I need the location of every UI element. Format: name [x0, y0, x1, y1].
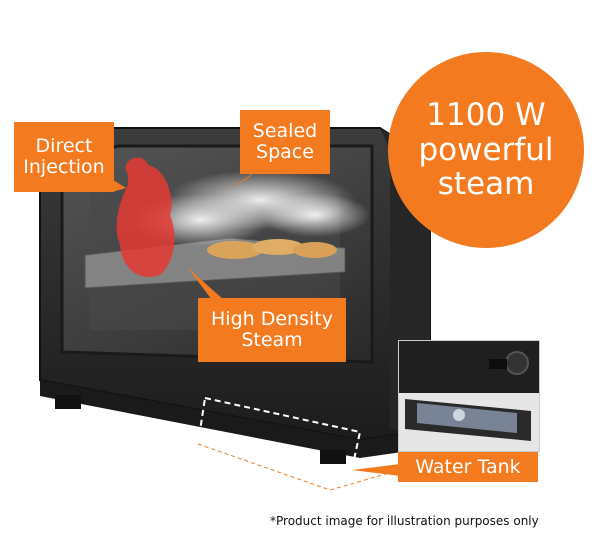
bread-item: [207, 241, 263, 259]
oven-base: [40, 380, 430, 458]
callout-pointer: [225, 172, 255, 192]
bread-item: [252, 239, 304, 255]
badge-line-3: steam: [437, 166, 535, 203]
oven-foot: [55, 395, 81, 409]
footnote: *Product image for illustration purposes…: [270, 514, 539, 528]
callout-pointer: [352, 464, 400, 476]
high-density-steam-label: High Density Steam: [198, 298, 346, 362]
water-tank-label: Water Tank: [398, 452, 538, 482]
callout-pointer: [188, 268, 224, 300]
bread-item: [293, 242, 337, 258]
direct-injection-label: Direct Injection: [14, 122, 114, 192]
water-tank-inset-drawing: [399, 341, 539, 451]
sealed-space-label: Sealed Space: [240, 110, 330, 174]
oven-foot: [320, 450, 346, 464]
power-badge: 1100 W powerful steam: [388, 52, 584, 248]
badge-line-2: powerful: [418, 131, 554, 168]
water-tank-outline: [196, 396, 362, 480]
callout-pointer: [110, 178, 126, 192]
water-tank-inset-photo: [398, 340, 540, 452]
steam-injection-highlight: [116, 157, 175, 277]
badge-line-1: 1100 W: [426, 96, 546, 133]
steam-cloud: [260, 193, 370, 237]
